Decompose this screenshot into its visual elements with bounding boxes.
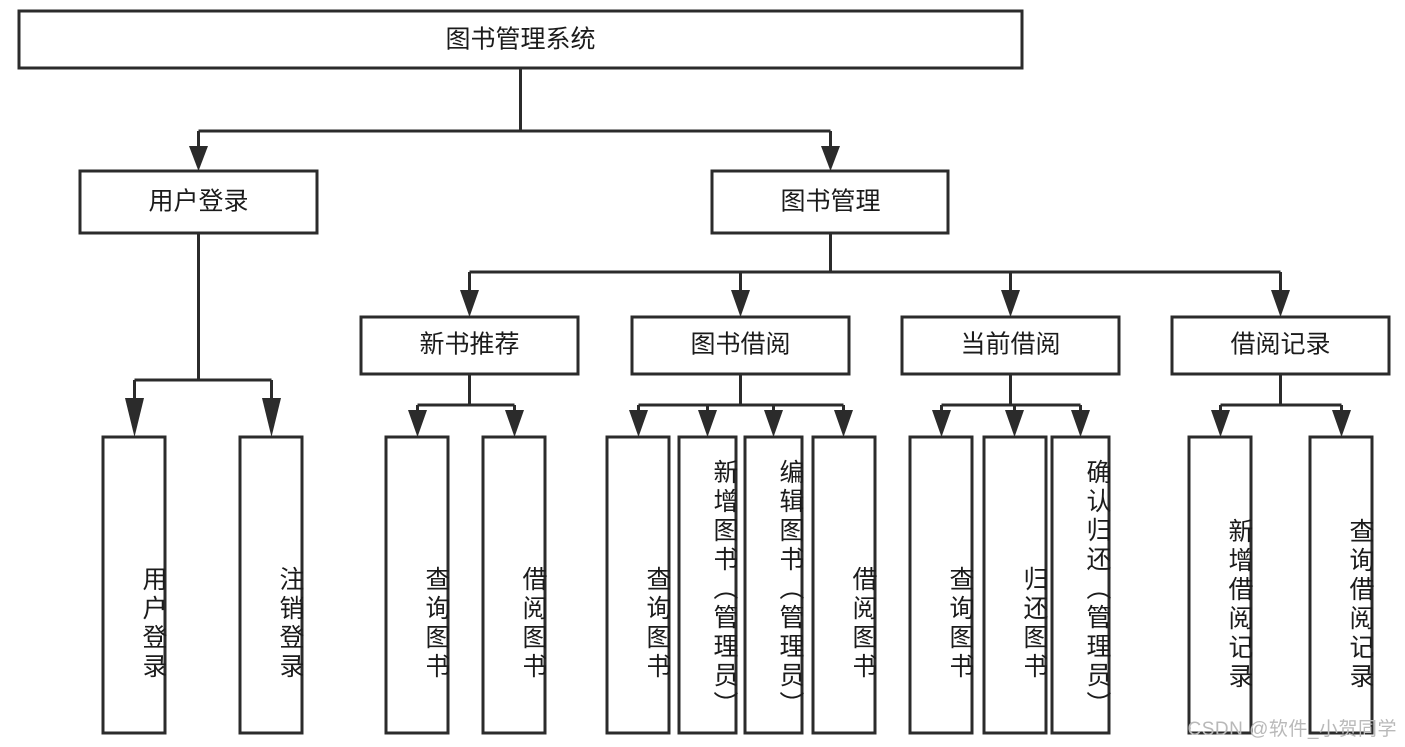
node-new-book-recommend-label: 新书推荐 xyxy=(419,331,519,359)
node-leaf-add-borrow-record-box[interactable] xyxy=(1187,435,1253,735)
node-leaf-confirm-return-admin-box[interactable] xyxy=(1050,435,1111,735)
node-borrow-record[interactable]: 借阅记录 xyxy=(1170,315,1391,376)
node-leaf-user-login-box[interactable] xyxy=(101,435,167,735)
arrow-current-borrow xyxy=(1001,290,1020,317)
node-user-login-label: 用户登录 xyxy=(148,188,248,216)
arrow-user-login xyxy=(189,146,208,171)
node-book-manage-label: 图书管理 xyxy=(780,188,880,216)
node-leaf-edit-book-admin-box[interactable] xyxy=(743,435,804,735)
node-book-manage-box[interactable] xyxy=(710,169,950,235)
node-current-borrow[interactable]: 当前借阅 xyxy=(900,315,1121,376)
node-new-book-recommend-box[interactable] xyxy=(359,315,580,376)
node-leaf-query-borrow-record-box[interactable] xyxy=(1308,435,1374,735)
arrow-leaf-query-borrow-record xyxy=(1332,410,1351,437)
node-new-book-recommend[interactable]: 新书推荐 xyxy=(359,315,580,376)
node-current-borrow-box[interactable] xyxy=(900,315,1121,376)
node-book-borrow-label: 图书借阅 xyxy=(690,331,790,359)
node-user-login[interactable]: 用户登录 xyxy=(78,169,319,235)
node-leaf-borrow-book-borrow-box[interactable] xyxy=(811,435,877,735)
node-layer: 图书管理系统 用户登录 图书管理 新书推荐 图书借阅 xyxy=(17,9,1391,735)
arrow-leaf-user-login xyxy=(125,398,144,437)
node-leaf-query-book-borrow-box[interactable] xyxy=(605,435,671,735)
node-root[interactable]: 图书管理系统 xyxy=(17,9,1024,70)
node-current-borrow-label: 当前借阅 xyxy=(960,331,1060,359)
arrow-leaf-query-book-current xyxy=(932,410,951,437)
node-user-login-box[interactable] xyxy=(78,169,319,235)
arrow-leaf-add-borrow-record xyxy=(1211,410,1230,437)
arrow-leaf-return-book xyxy=(1005,410,1024,437)
arrow-book-borrow xyxy=(731,290,750,317)
arrow-leaf-query-book-recommend xyxy=(408,410,427,437)
connector-layer xyxy=(125,68,1351,437)
node-borrow-record-label: 借阅记录 xyxy=(1230,331,1330,359)
arrow-borrow-record xyxy=(1271,290,1290,317)
node-leaf-logout-box[interactable] xyxy=(238,435,304,735)
arrow-leaf-query-book-borrow xyxy=(629,410,648,437)
arrow-leaf-borrow-book-recommend xyxy=(505,410,524,437)
node-book-manage[interactable]: 图书管理 xyxy=(710,169,950,235)
node-leaf-query-book-recommend-box[interactable] xyxy=(384,435,450,735)
csdn-watermark: CSDN @软件_小贺同学 xyxy=(1187,719,1397,740)
node-book-borrow-box[interactable] xyxy=(630,315,851,376)
arrow-leaf-borrow-book-borrow xyxy=(834,410,853,437)
node-leaf-add-book-admin-box[interactable] xyxy=(677,435,738,735)
arrow-leaf-logout xyxy=(262,398,281,437)
node-leaf-return-book-box[interactable] xyxy=(982,435,1048,735)
arrow-leaf-edit-book-admin xyxy=(764,410,783,437)
arrow-leaf-confirm-return-admin xyxy=(1071,410,1090,437)
node-root-label: 图书管理系统 xyxy=(445,26,595,54)
node-leaf-borrow-book-recommend-box[interactable] xyxy=(481,435,547,735)
node-leaf-query-book-current-box[interactable] xyxy=(908,435,974,735)
node-root-box[interactable] xyxy=(17,9,1024,70)
arrow-leaf-add-book-admin xyxy=(698,410,717,437)
arrow-new-book-recommend xyxy=(460,290,479,317)
arrow-book-manage xyxy=(821,146,840,171)
node-borrow-record-box[interactable] xyxy=(1170,315,1391,376)
node-book-borrow[interactable]: 图书借阅 xyxy=(630,315,851,376)
